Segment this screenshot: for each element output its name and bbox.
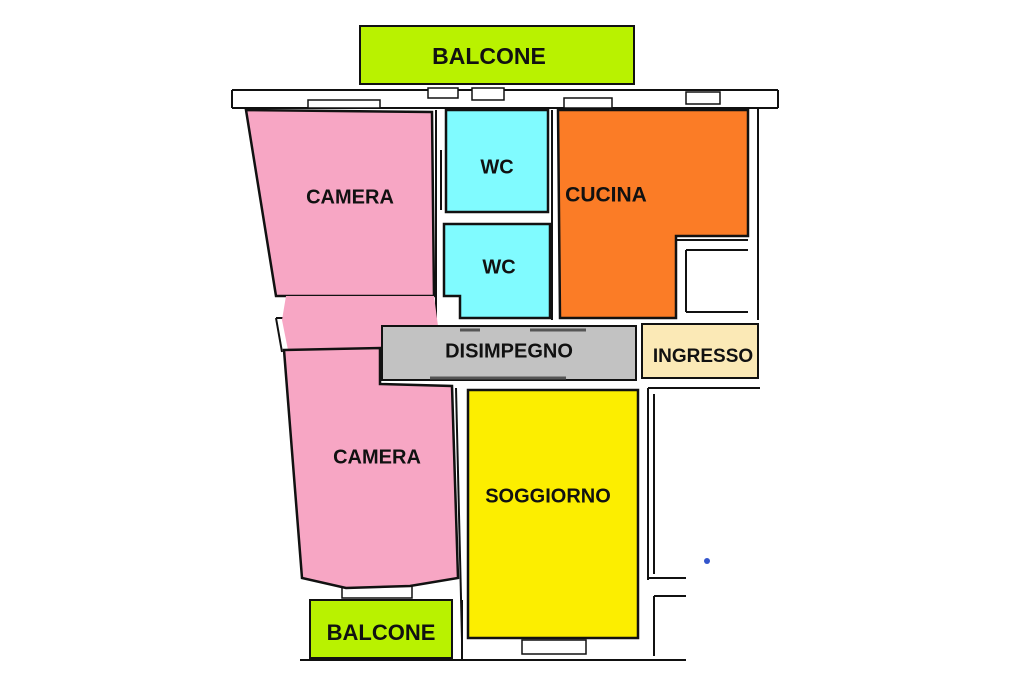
room-wc-top: WC [444,108,550,214]
balcone-bottom-label: BALCONE [327,620,436,645]
room-wc-bottom: WC [442,222,552,320]
wc-top-area [444,108,550,214]
cucina-label: CUCINA [565,184,647,207]
balcone-top-area [359,25,635,85]
windows [307,87,721,655]
ingresso-area [641,323,759,379]
room-camera-bottom: CAMERA [282,346,460,590]
marker-dot [704,558,710,564]
disimpegno-label: DISIMPEGNO [445,340,573,362]
cucina-area [556,108,750,320]
wc-bottom-area [442,222,552,320]
room-balcone-bottom: BALCONE [309,599,453,659]
room-cucina: CUCINA [556,108,750,320]
camera-top-label: CAMERA [306,186,394,208]
room-balcone-top: BALCONE [359,25,635,85]
room-disimpegno: DISIMPEGNO [381,325,637,381]
wc-bottom-label: WC [482,256,515,278]
room-ingresso: INGRESSO [641,323,759,379]
room-camera-top: CAMERA [244,108,436,298]
balcone-bottom-area [309,599,453,659]
room-soggiorno: SOGGIORNO [466,388,640,640]
camera-corridor-area [282,296,438,350]
camera-bottom-area [282,346,460,590]
ingresso-label: INGRESSO [653,346,753,367]
disimpegno-area [381,325,637,381]
soggiorno-label: SOGGIORNO [485,485,611,507]
wc-top-label: WC [480,156,513,178]
soggiorno-area [466,388,640,640]
camera-bottom-label: CAMERA [333,446,421,468]
balcone-top-label: BALCONE [432,43,546,69]
